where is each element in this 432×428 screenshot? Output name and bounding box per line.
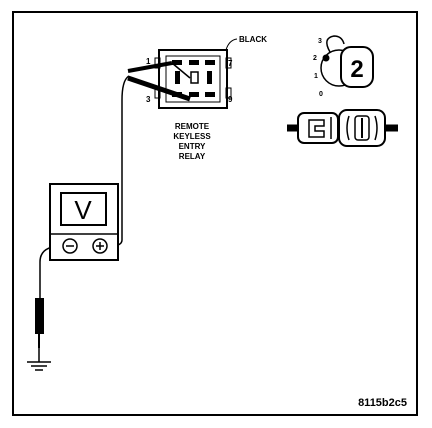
relay-terminal-1: [172, 60, 182, 65]
ignition-key-number: 2: [350, 56, 363, 83]
relay-terminal-top-mid: [189, 60, 199, 65]
positive-probe: [127, 61, 191, 102]
figure-id: 8115b2c5: [358, 397, 407, 409]
relay-terminal-7: [205, 60, 215, 65]
relay-color-leader: [225, 38, 238, 51]
relay-terminal-mid-left: [175, 71, 180, 84]
ground-probe: [35, 298, 44, 348]
relay-terminal-bottom-mid: [189, 92, 199, 97]
voltmeter-display: [60, 192, 107, 226]
negative-terminal-icon: [62, 238, 78, 254]
relay-name-line-3: ENTRY: [179, 142, 206, 151]
ignition-position-3: 3: [318, 38, 322, 45]
ground-symbol-icon: [27, 348, 51, 371]
relay-name-line-4: RELAY: [179, 152, 206, 161]
ignition-position-2: 2: [313, 55, 317, 62]
positive-terminal-icon: [92, 238, 108, 254]
connector-pair-icon: [287, 109, 398, 147]
relay-color-label: BLACK: [239, 35, 267, 44]
ignition-position-0: 0: [319, 91, 323, 98]
relay-terminal-9: [205, 92, 215, 97]
ignition-position-1: 1: [314, 73, 318, 80]
ignition-key-icon: [320, 35, 374, 88]
relay-terminal-mid-center: [190, 71, 199, 84]
diagram-frame: [12, 11, 418, 416]
relay-pin-label-7: 7: [228, 59, 233, 68]
relay-name-line-2: KEYLESS: [173, 132, 211, 141]
relay-name-line-1: REMOTE: [175, 122, 210, 131]
voltmeter-display-letter: V: [74, 195, 92, 225]
relay-pin-label-3: 3: [146, 95, 151, 104]
relay-terminal-mid-right: [207, 71, 212, 84]
relay-pin-label-1: 1: [146, 57, 151, 66]
relay-connector: [154, 49, 232, 109]
relay-pin-label-9: 9: [228, 95, 233, 104]
